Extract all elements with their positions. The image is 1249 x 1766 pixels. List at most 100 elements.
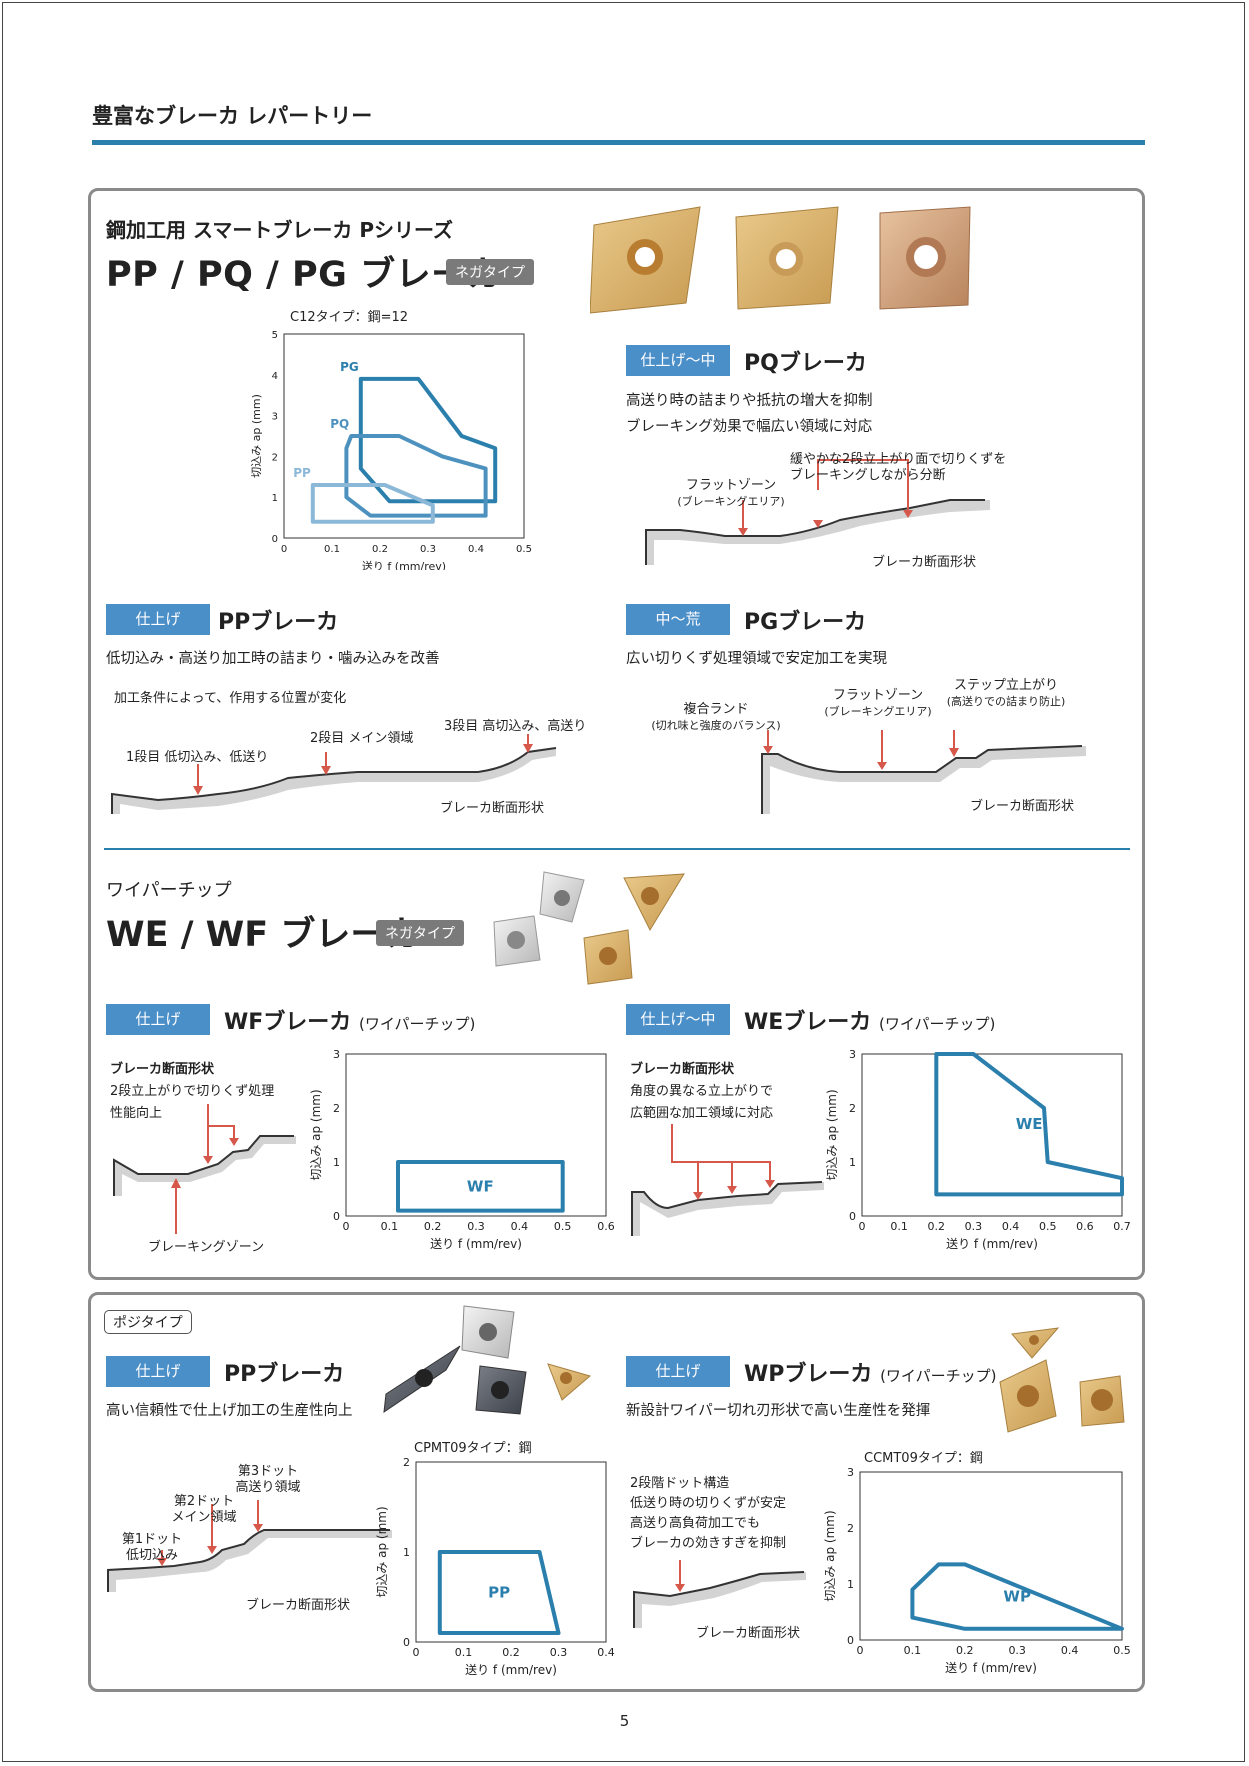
insert-images-ppqg bbox=[590, 206, 971, 314]
posi-dot2-1: 第2ドット bbox=[173, 1494, 235, 1509]
y-tick-label: 2 bbox=[333, 1102, 340, 1115]
wf-title-text: WFブレーカ bbox=[224, 1010, 352, 1035]
x-tick-label: 0.5 bbox=[1039, 1220, 1057, 1233]
tag-wf: 仕上げ bbox=[106, 1004, 210, 1035]
tag-posi-pp: 仕上げ bbox=[106, 1356, 210, 1387]
pg-title: PGブレーカ bbox=[744, 610, 867, 635]
wp-note-4: ブレーカの効きすぎを抑制 bbox=[630, 1536, 787, 1551]
we-line2: 広範囲な加工領域に対応 bbox=[630, 1106, 774, 1121]
posi-dot1: 第1ドット 低切込み bbox=[116, 1532, 188, 1564]
series-pg-region bbox=[358, 376, 498, 504]
pq-ann-gentle-1: 緩やかな2段立上がり面で切りくずを bbox=[790, 452, 1007, 467]
y-tick-label: 3 bbox=[847, 1466, 854, 1479]
pq-profile-diagram bbox=[645, 459, 990, 565]
nega-type-chip: ネガタイプ bbox=[446, 259, 534, 285]
pg-ann-flat-2: (ブレーキングエリア) bbox=[824, 705, 932, 718]
plot-frame bbox=[283, 333, 525, 539]
y-tick-label: 5 bbox=[272, 330, 278, 341]
x-tick-label: 0.4 bbox=[1002, 1220, 1020, 1233]
x-tick-label: 0 bbox=[857, 1644, 864, 1657]
series-wp-label: WP bbox=[1003, 1588, 1031, 1606]
plot-frame bbox=[415, 1461, 607, 1643]
wp-line1: 新設計ワイパー切れ刃形状で高い生産性を発揮 bbox=[626, 1403, 931, 1419]
we-line1: 角度の異なる立上がりで bbox=[630, 1084, 774, 1099]
y-axis-label: 切込み ap (mm) bbox=[250, 394, 263, 478]
posi-dot1-1: 第1ドット bbox=[121, 1532, 183, 1547]
page-title: 豊富なブレーカ レパートリー bbox=[92, 104, 373, 128]
chart-caption-c12: C12タイプ：鋼=12 bbox=[290, 310, 409, 325]
series-subtitle: 鋼加工用 スマートブレーカ Pシリーズ bbox=[106, 218, 453, 242]
we-title-text: WEブレーカ bbox=[744, 1010, 872, 1035]
y-tick-label: 3 bbox=[849, 1048, 856, 1061]
insert-images-posi-pp bbox=[383, 1305, 592, 1415]
y-tick-label: 1 bbox=[847, 1578, 854, 1591]
posi-dot2: 第2ドット メイン領域 bbox=[164, 1494, 244, 1526]
wp-profile-diagram bbox=[633, 1560, 806, 1628]
pp-ann3: 3段目 高切込み、高送り bbox=[444, 719, 587, 734]
series-wf-label: WF bbox=[467, 1177, 494, 1195]
x-tick-label: 0 bbox=[343, 1220, 350, 1233]
x-tick-label: 0.6 bbox=[597, 1220, 615, 1233]
pp-profile-label: ブレーカ断面形状 bbox=[440, 801, 545, 816]
posi-pp-line1: 高い信頼性で仕上げ加工の生産性向上 bbox=[106, 1403, 353, 1419]
pq-line2: ブレーキング効果で幅広い領域に対応 bbox=[626, 419, 873, 435]
y-tick-label: 0 bbox=[333, 1210, 340, 1223]
pq-title: PQブレーカ bbox=[744, 351, 867, 376]
y-tick-label: 0 bbox=[849, 1210, 856, 1223]
pg-ann-flat: フラットゾーン (ブレーキングエリア) bbox=[818, 688, 938, 720]
pg-ann-land-1: 複合ランド bbox=[683, 702, 749, 717]
panel-negative bbox=[88, 188, 1145, 1280]
x-tick-label: 0 bbox=[413, 1646, 420, 1659]
posi-pp-chart-caption: CPMT09タイプ：鋼 bbox=[414, 1441, 532, 1456]
y-tick-label: 1 bbox=[333, 1156, 340, 1169]
x-tick-label: 0.2 bbox=[502, 1646, 520, 1659]
x-tick-label: 0.1 bbox=[324, 544, 340, 555]
tag-pg: 中〜荒 bbox=[626, 604, 730, 635]
y-tick-label: 2 bbox=[403, 1456, 410, 1469]
insert-pq-image bbox=[590, 206, 701, 314]
y-tick-label: 2 bbox=[272, 452, 278, 463]
posi-dot3-1: 第3ドット bbox=[237, 1464, 299, 1479]
we-label-bold: ブレーカ断面形状 bbox=[630, 1062, 735, 1077]
insert-pp-image bbox=[735, 206, 839, 310]
x-axis-label: 送り f (mm/rev) bbox=[362, 559, 446, 570]
series-we-region bbox=[934, 1052, 1124, 1197]
pg-ann-land-2: (切れ味と強度のバランス) bbox=[651, 719, 781, 732]
x-axis-label: 送り f (mm/rev) bbox=[945, 1660, 1037, 1675]
x-tick-label: 0.5 bbox=[554, 1220, 572, 1233]
we-title-suffix: (ワイパーチップ) bbox=[878, 1015, 996, 1033]
x-tick-label: 0.4 bbox=[511, 1220, 529, 1233]
x-tick-label: 0.4 bbox=[1061, 1644, 1079, 1657]
x-tick-label: 0.3 bbox=[550, 1646, 568, 1659]
x-tick-label: 0.5 bbox=[516, 544, 532, 555]
plot-frame bbox=[859, 1471, 1123, 1641]
pq-ann-flat-2: (ブレーキングエリア) bbox=[677, 495, 785, 508]
pp-ann1: 1段目 低切込み、低送り bbox=[126, 750, 269, 765]
tag-we: 仕上げ〜中 bbox=[626, 1004, 730, 1035]
posi-dot1-2: 低切込み bbox=[125, 1548, 178, 1563]
y-axis-label: 切込み ap (mm) bbox=[824, 1510, 837, 1601]
y-axis-label: 切込み ap (mm) bbox=[310, 1089, 323, 1180]
x-tick-label: 0.1 bbox=[381, 1220, 399, 1233]
y-tick-label: 3 bbox=[333, 1048, 340, 1061]
pq-profile-label: ブレーカ断面形状 bbox=[872, 555, 977, 570]
pq-line1: 高送り時の詰まりや抵抗の増大を抑制 bbox=[626, 393, 873, 409]
tag-pq: 仕上げ〜中 bbox=[626, 345, 730, 376]
pp-title: PPブレーカ bbox=[218, 610, 339, 635]
x-tick-label: 0.2 bbox=[956, 1644, 974, 1657]
wf-line1: 2段立上がりで切りくず処理 bbox=[110, 1084, 275, 1099]
tag-pp: 仕上げ bbox=[106, 604, 210, 635]
pp-profile-diagram bbox=[111, 734, 557, 814]
wiper-subtitle: ワイパーチップ bbox=[106, 880, 232, 901]
y-tick-label: 0 bbox=[272, 534, 278, 545]
wp-title: WPブレーカ (ワイパーチップ) bbox=[744, 1356, 996, 1388]
posi-type-tag: ポジタイプ bbox=[104, 1310, 192, 1334]
x-tick-label: 0 bbox=[281, 544, 287, 555]
posi-pp-title: PPブレーカ bbox=[224, 1362, 345, 1387]
series-wp-region bbox=[910, 1562, 1124, 1631]
x-tick-label: 0.5 bbox=[1113, 1644, 1131, 1657]
